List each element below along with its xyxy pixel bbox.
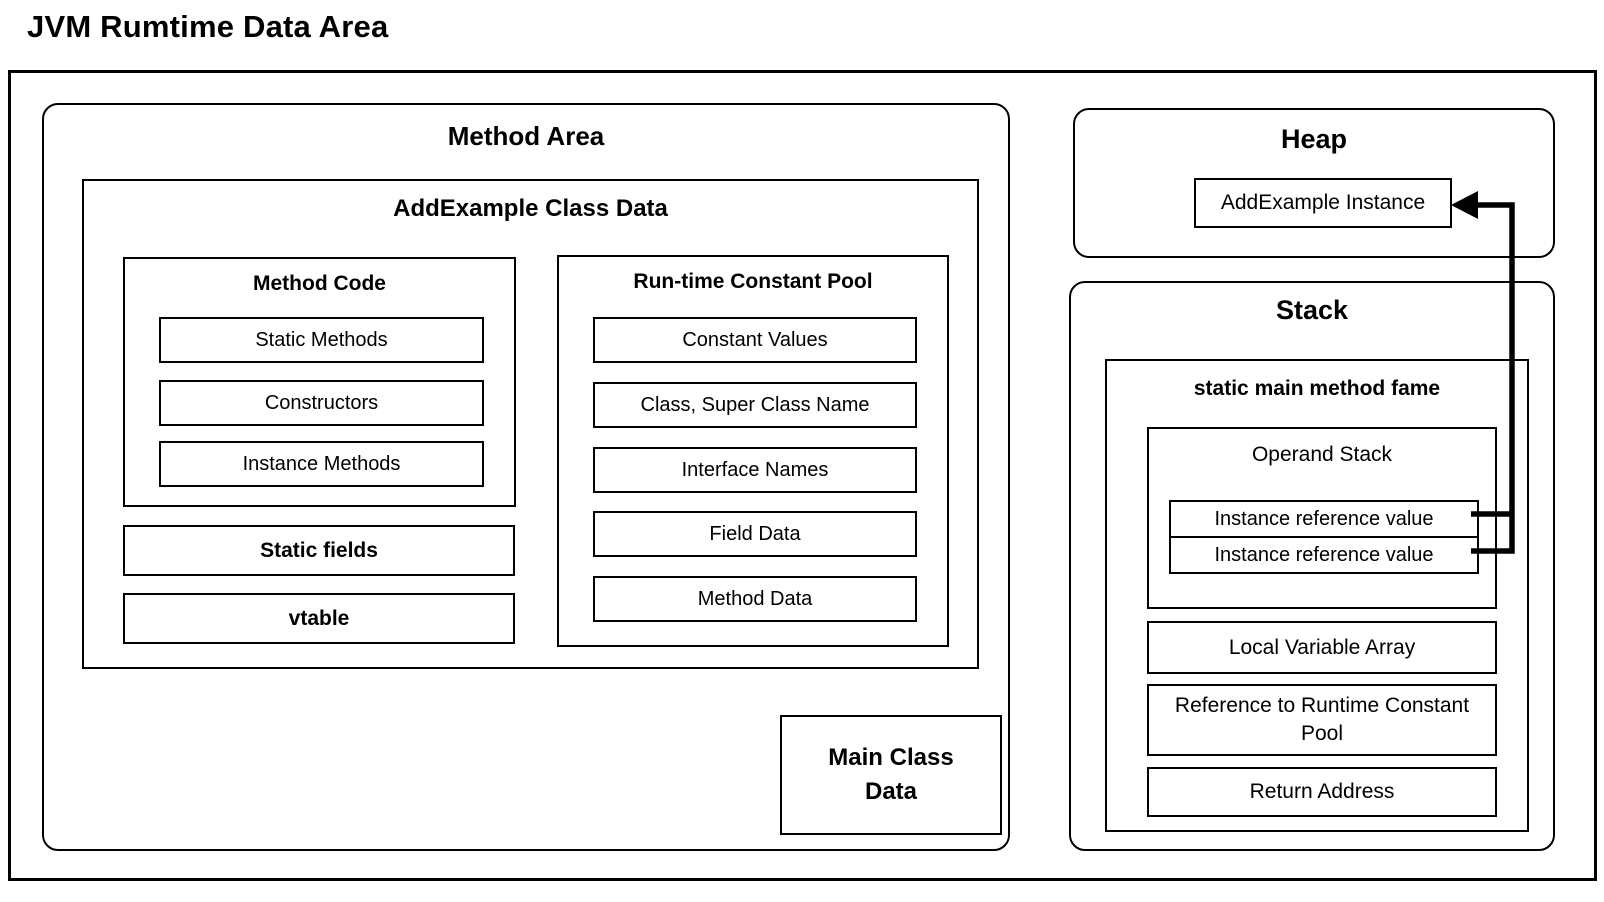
runtime-constant-pool-item: Class, Super Class Name	[593, 382, 917, 428]
operand-stack-panel: Operand Stack Instance reference value I…	[1147, 427, 1497, 609]
runtime-constant-pool-panel: Run-time Constant Pool Constant Values C…	[557, 255, 949, 647]
stack-frame-panel: static main method fame Operand Stack In…	[1105, 359, 1529, 832]
runtime-constant-pool-item: Interface Names	[593, 447, 917, 493]
stack-frame-title: static main method fame	[1193, 377, 1441, 400]
method-code-item: Instance Methods	[159, 441, 484, 487]
method-area-panel: Method Area AddExample Class Data Method…	[42, 103, 1010, 851]
runtime-constant-pool-item: Method Data	[593, 576, 917, 622]
instance-reference-value-box: Instance reference value	[1169, 500, 1479, 538]
runtime-constant-pool-item: Field Data	[593, 511, 917, 557]
method-code-title: Method Code	[253, 272, 386, 295]
stack-title: Stack	[1275, 295, 1349, 325]
vtable-box: vtable	[123, 593, 515, 644]
addexample-instance-box: AddExample Instance	[1194, 178, 1452, 228]
addexample-class-data-panel: AddExample Class Data Method Code Static…	[82, 179, 979, 669]
heap-panel: Heap AddExample Instance	[1073, 108, 1555, 258]
reference-to-runtime-constant-pool-box: Reference to Runtime Constant Pool	[1147, 684, 1497, 756]
operand-stack-title: Operand Stack	[1251, 443, 1393, 466]
addexample-class-data-title: AddExample Class Data	[393, 195, 668, 222]
runtime-constant-pool-title: Run-time Constant Pool	[633, 270, 873, 293]
runtime-constant-pool-item: Constant Values	[593, 317, 917, 363]
main-class-data-box: Main Class Data	[780, 715, 1002, 835]
reference-to-runtime-constant-pool-label: Reference to Runtime Constant Pool	[1174, 693, 1470, 745]
static-fields-box: Static fields	[123, 525, 515, 576]
method-area-title: Method Area	[447, 121, 605, 151]
local-variable-array-box: Local Variable Array	[1147, 621, 1497, 674]
stack-panel: Stack static main method fame Operand St…	[1069, 281, 1555, 851]
instance-reference-value-box: Instance reference value	[1169, 536, 1479, 574]
page-title: JVM Rumtime Data Area	[27, 9, 389, 44]
return-address-box: Return Address	[1147, 767, 1497, 817]
method-code-item: Static Methods	[159, 317, 484, 363]
method-code-panel: Method Code Static Methods Constructors …	[123, 257, 516, 507]
heap-title: Heap	[1280, 124, 1348, 154]
method-code-item: Constructors	[159, 380, 484, 426]
